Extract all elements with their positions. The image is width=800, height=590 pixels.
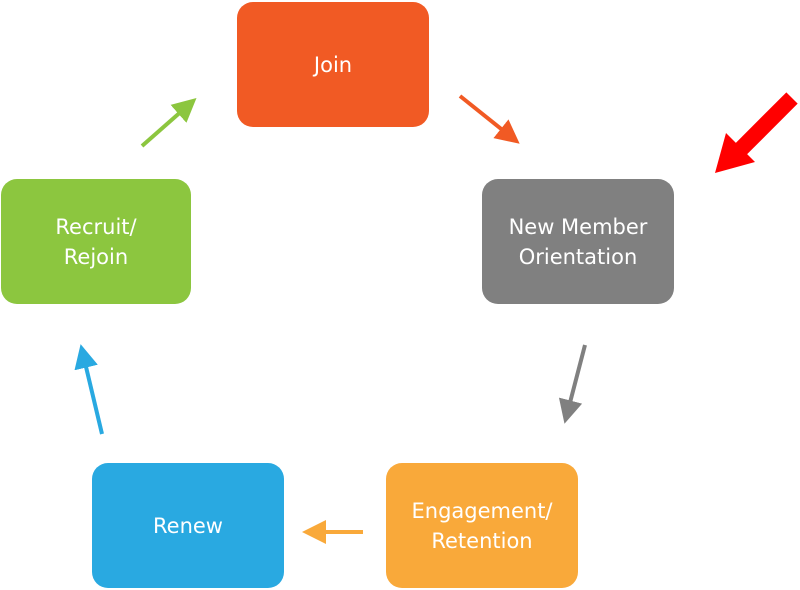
node-renew-label: Renew <box>153 513 223 538</box>
node-orientation-label: New Member Orientation <box>508 214 648 269</box>
node-engagement-retention: Engagement/ Retention <box>386 463 578 588</box>
arrow-orientation-to-engagement <box>558 344 587 424</box>
node-renew: Renew <box>92 463 284 588</box>
node-new-member-orientation: New Member Orientation <box>482 179 674 304</box>
node-join-label: Join <box>313 52 353 77</box>
arrow-renew-to-recruit <box>74 344 104 435</box>
node-join: Join <box>237 2 429 127</box>
node-engagement-label: Engagement/ Retention <box>411 498 553 553</box>
node-recruit-rejoin: Recruit/ Rejoin <box>1 179 191 304</box>
node-recruit-label: Recruit/ Rejoin <box>55 214 137 269</box>
red-pointer-arrow-icon <box>715 92 798 173</box>
arrow-recruit-to-join <box>140 98 197 148</box>
arrow-join-to-orientation <box>458 94 520 144</box>
